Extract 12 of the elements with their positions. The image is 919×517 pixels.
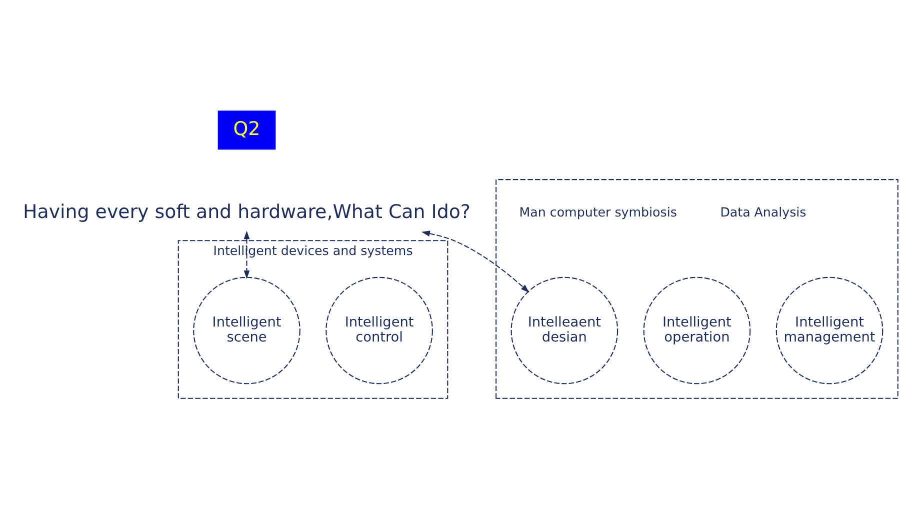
node-text: Having every soft and hardware,What Can Ido? [23, 200, 470, 222]
node-circle: Intelligent management [776, 276, 884, 384]
arrow [244, 230, 250, 278]
node-circle: Intelligent operation [643, 276, 751, 384]
diagram-title: Q2 [233, 117, 260, 140]
arrow [422, 230, 530, 292]
cluster [496, 178, 898, 398]
label: Man computer symbiosis [519, 204, 677, 220]
node-circle: Intelligent control [326, 276, 433, 384]
label: Data Analysis [720, 204, 806, 220]
node-circle: Intelligent scene [193, 276, 300, 384]
node-circle: Intelleaent desian [510, 276, 618, 384]
